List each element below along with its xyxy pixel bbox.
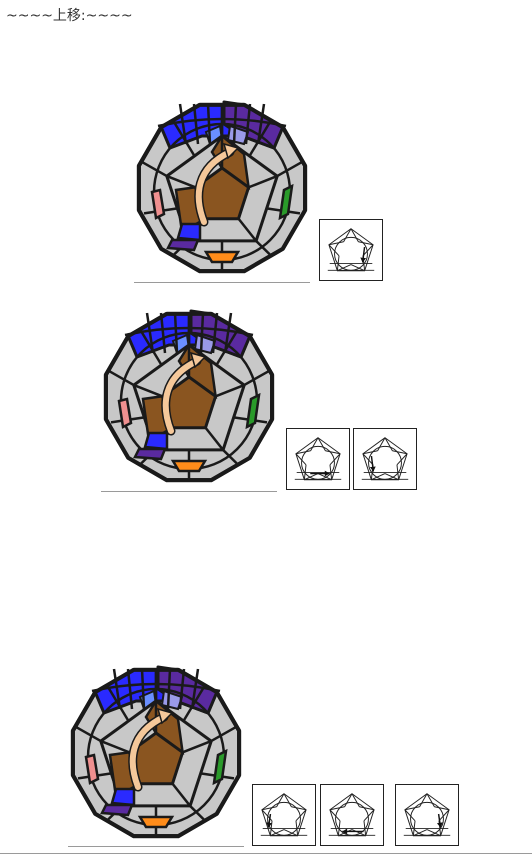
pentagon-diagram [286,428,350,490]
pentagon-diagram [395,784,459,846]
page-heading: ~~~~上移:~~~~ [6,8,133,24]
megaminx-puzzle [103,309,275,483]
pentagon-diagram [319,219,383,281]
divider-line [68,846,244,847]
pentagon-diagram [252,784,316,846]
megaminx-puzzle [136,100,308,274]
pentagon-diagram [320,784,384,846]
bottom-divider [0,853,532,854]
divider-line [134,282,310,283]
divider-line [101,491,277,492]
megaminx-puzzle [70,665,242,839]
pentagon-diagram [353,428,417,490]
